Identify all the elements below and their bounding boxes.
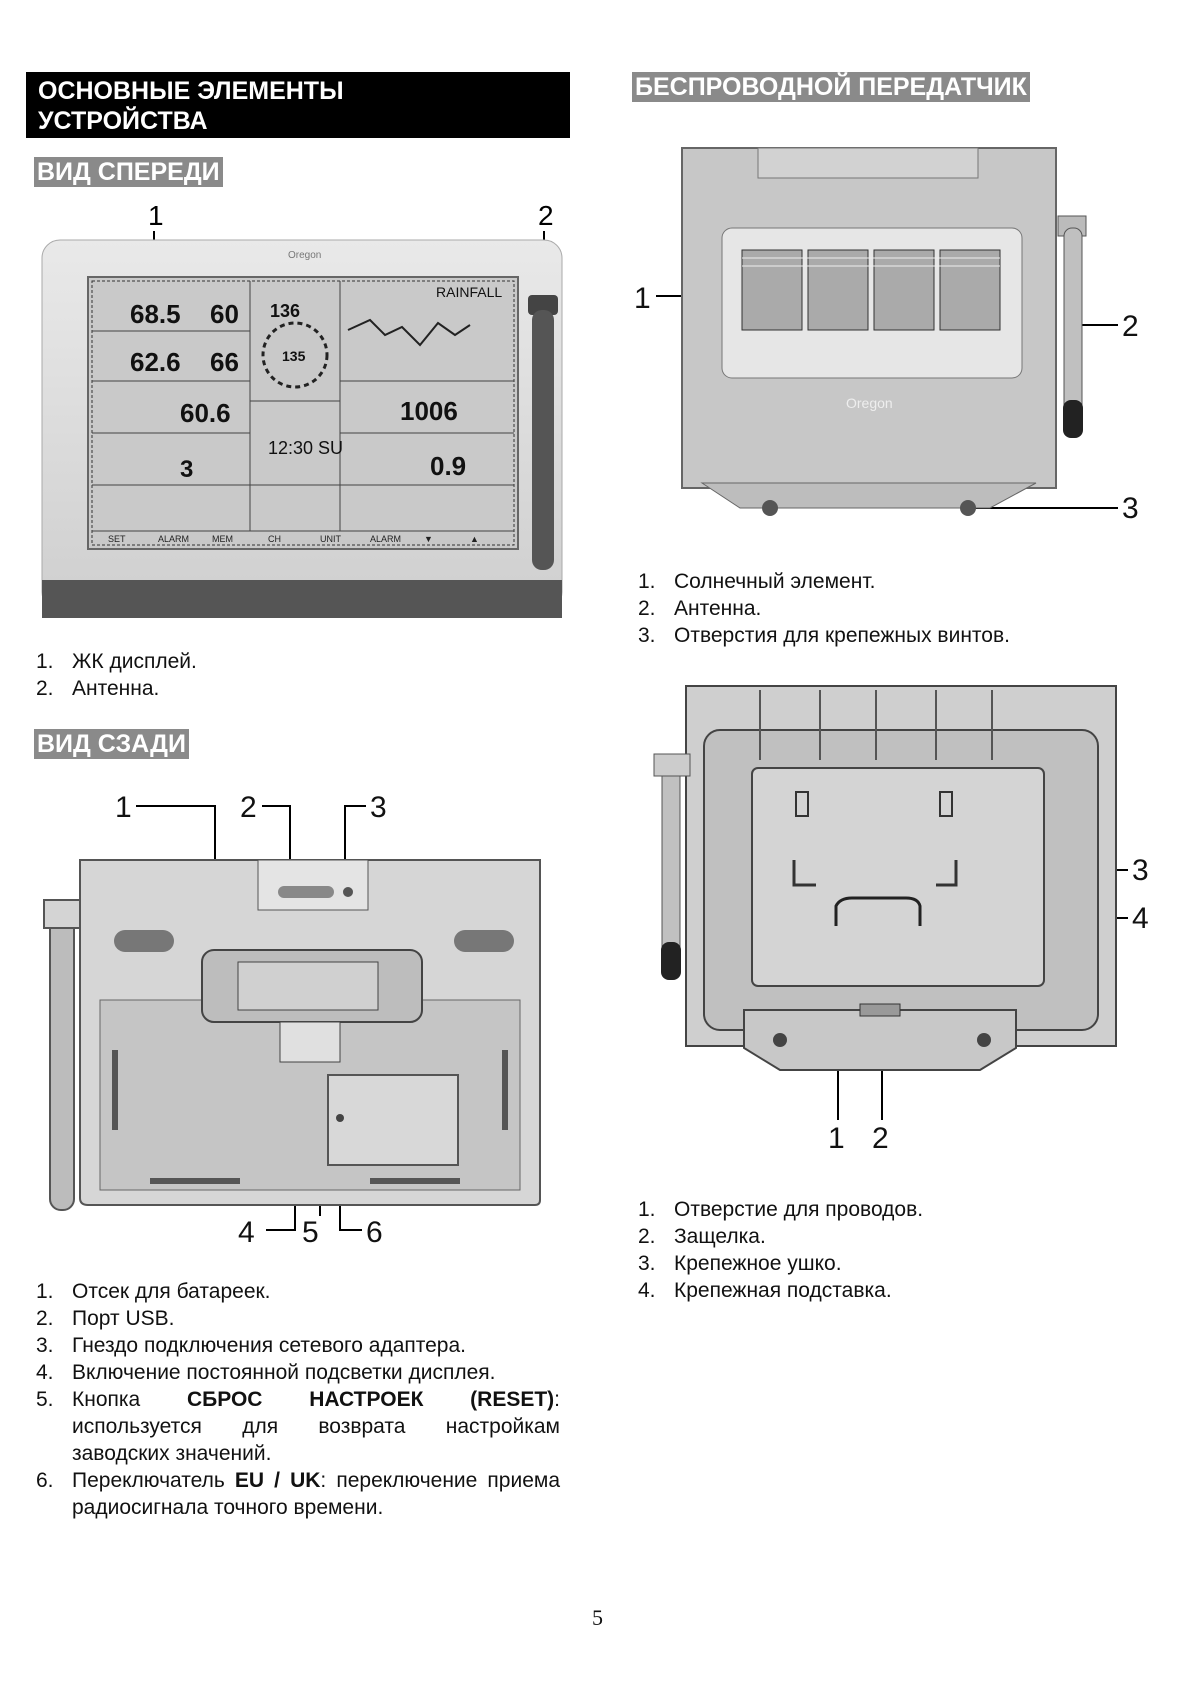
svg-text:Oregon: Oregon bbox=[288, 250, 321, 261]
svg-text:3: 3 bbox=[180, 456, 193, 483]
list-item: 3.Гнездо подключения сетевого адаптера. bbox=[36, 1334, 466, 1357]
svg-text:62.6: 62.6 bbox=[130, 347, 181, 377]
svg-text:▼: ▼ bbox=[424, 534, 433, 544]
back-view-illustration: 1 2 3 4 5 6 bbox=[43, 791, 541, 1249]
svg-text:135: 135 bbox=[282, 348, 306, 364]
list-item: 2.Защелка. bbox=[638, 1225, 766, 1248]
antenna bbox=[1063, 227, 1083, 429]
antenna-top bbox=[528, 295, 558, 315]
list-item: 2.Порт USB. bbox=[36, 1307, 175, 1330]
back-view-list: 1.Отсек для батареек. 2.Порт USB. 3.Гнез… bbox=[36, 1278, 560, 1521]
transmitter-back-illustration: 3 4 1 2 bbox=[653, 685, 1149, 1155]
svg-text:1006: 1006 bbox=[400, 396, 458, 426]
front-view-heading: ВИД СПЕРЕДИ bbox=[34, 157, 223, 187]
callout-2: 2 bbox=[1122, 310, 1139, 343]
callout-4: 4 bbox=[238, 1216, 255, 1249]
front-view-list: 1.ЖК дисплей. 2.Антенна. bbox=[36, 648, 556, 702]
callout-6: 6 bbox=[366, 1216, 383, 1249]
callout-3: 3 bbox=[1122, 492, 1139, 525]
back-view-heading: ВИД СЗАДИ bbox=[34, 729, 189, 759]
svg-text:MEM: MEM bbox=[212, 534, 233, 544]
callout-3: 3 bbox=[370, 791, 387, 824]
list-item: 2.Антенна. bbox=[638, 597, 762, 620]
list-item: 6.Переключатель EU / UK: переключение пр… bbox=[36, 1469, 560, 1519]
antenna bbox=[532, 310, 554, 570]
svg-text:Oregon: Oregon bbox=[846, 395, 893, 411]
list-item: 1.Отсек для батареек. bbox=[36, 1280, 271, 1303]
svg-text:12:30 SU: 12:30 SU bbox=[268, 438, 343, 458]
transmitter-back-list: 1.Отверстие для проводов. 2.Защелка. 3.К… bbox=[638, 1196, 1158, 1304]
page-number: 5 bbox=[592, 1605, 603, 1630]
svg-text:60: 60 bbox=[210, 299, 239, 329]
svg-text:SET: SET bbox=[108, 534, 126, 544]
svg-text:66: 66 bbox=[210, 347, 239, 377]
list-item: 5.Кнопка СБРОС НАСТРОЕК (RESET): использ… bbox=[36, 1388, 561, 1465]
list-item: 4.Крепежная подставка. bbox=[638, 1279, 892, 1302]
list-item: 1.Отверстие для проводов. bbox=[638, 1198, 924, 1221]
callout-5: 5 bbox=[302, 1216, 319, 1249]
svg-text:▲: ▲ bbox=[470, 534, 479, 544]
callout-1: 1 bbox=[115, 791, 132, 824]
list-item: 1.Солнечный элемент. bbox=[638, 570, 876, 593]
list-item: 3.Крепежное ушко. bbox=[638, 1252, 842, 1275]
callout-2: 2 bbox=[872, 1122, 889, 1155]
callout-2: 2 bbox=[538, 200, 554, 231]
svg-text:68.5: 68.5 bbox=[130, 299, 181, 329]
list-item: 4.Включение постоянной подсветки дисплея… bbox=[36, 1361, 496, 1384]
list-item: 1.ЖК дисплей. bbox=[36, 650, 197, 673]
svg-text:ALARM: ALARM bbox=[158, 534, 189, 544]
svg-text:CH: CH bbox=[268, 534, 281, 544]
transmitter-front-list: 1.Солнечный элемент. 2.Антенна. 3.Отверс… bbox=[638, 568, 1158, 649]
front-view-illustration: 1 2 Oregon 68.5 60 62.6 66 60.6 3 136 13… bbox=[41, 200, 563, 618]
antenna bbox=[49, 909, 75, 1211]
svg-text:0.9: 0.9 bbox=[430, 451, 466, 481]
callout-1: 1 bbox=[148, 200, 164, 231]
svg-text:UNIT: UNIT bbox=[320, 534, 341, 544]
main-heading: ОСНОВНЫЕ ЭЛЕМЕНТЫ УСТРОЙСТВА bbox=[26, 72, 570, 138]
svg-text:136: 136 bbox=[270, 301, 300, 321]
svg-text:60.6: 60.6 bbox=[180, 398, 231, 428]
callout-3: 3 bbox=[1132, 854, 1149, 887]
lcd-display bbox=[87, 276, 519, 550]
solar-panel bbox=[741, 249, 1001, 331]
callout-1: 1 bbox=[828, 1122, 845, 1155]
svg-text:ALARM: ALARM bbox=[370, 534, 401, 544]
list-item: 3.Отверстия для крепежных винтов. bbox=[638, 624, 1010, 647]
callout-4: 4 bbox=[1132, 902, 1149, 935]
antenna bbox=[661, 761, 681, 973]
callout-2: 2 bbox=[240, 791, 257, 824]
callout-1: 1 bbox=[634, 282, 651, 315]
list-item: 2.Антенна. bbox=[36, 677, 160, 700]
transmitter-front-illustration: 1 2 3 Oregon bbox=[634, 147, 1139, 525]
svg-text:RAINFALL: RAINFALL bbox=[436, 284, 502, 300]
transmitter-heading: БЕСПРОВОДНОЙ ПЕРЕДАТЧИК bbox=[632, 72, 1030, 102]
